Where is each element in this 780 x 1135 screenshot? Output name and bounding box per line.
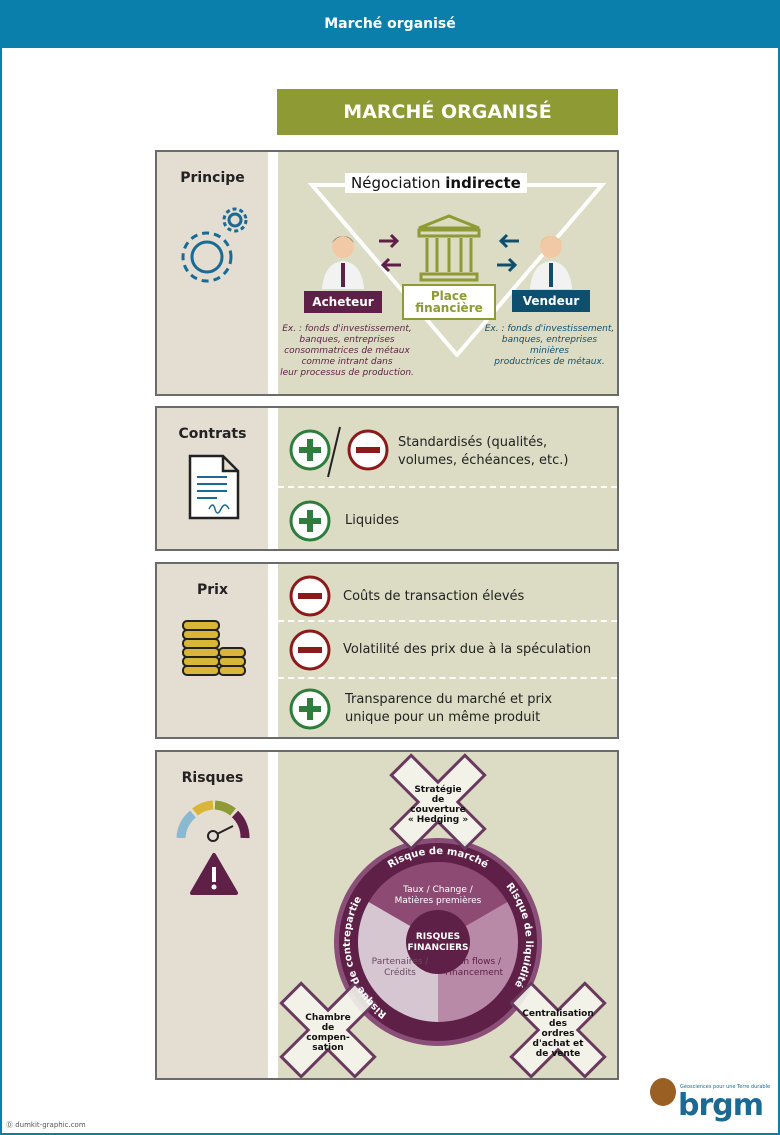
section-title: Risques xyxy=(181,770,244,786)
cross-text: de xyxy=(322,1023,335,1033)
plus-minus-icon xyxy=(289,426,389,478)
contrat-item-text: Standardisés (qualités,volumes, échéance… xyxy=(398,435,569,468)
section-risques: Risques Taux / Change / Matières premièr… xyxy=(155,750,619,1080)
cross-text: compen- xyxy=(306,1033,350,1043)
gears-icon xyxy=(181,207,248,283)
cross-text: Centralisation xyxy=(522,1009,594,1019)
vendeur-examples: Ex. : fonds d'investissement,banques, en… xyxy=(484,324,615,367)
section-title: Prix xyxy=(197,582,228,598)
section-prix: Prix Coûts de transaction élevés Volatil… xyxy=(155,562,619,739)
cross-text: de vente xyxy=(536,1049,580,1059)
warning-icon xyxy=(190,853,238,895)
page-header: Marché organisé xyxy=(0,0,780,48)
acheteur-label: Acheteur xyxy=(304,291,382,313)
section-title: Contrats xyxy=(178,426,247,442)
segment-left-line2: Crédits xyxy=(384,967,416,978)
risk-wheel: Taux / Change / Matières premières Parte… xyxy=(279,753,607,1078)
risk-gauge-icon xyxy=(176,800,250,842)
segment-top-line2: Matières premières xyxy=(395,895,482,906)
segment-left-line1: Partenaires / xyxy=(372,957,430,967)
cross-text: d'achat et xyxy=(533,1039,585,1049)
segment-top-line1: Taux / Change / xyxy=(402,885,474,895)
buyer-person-icon xyxy=(322,236,364,289)
exchange-building-icon xyxy=(379,214,519,282)
cross-text: couverture xyxy=(410,805,466,815)
segment-right-line2: Financement xyxy=(445,968,503,978)
center-line2: FINANCIERS xyxy=(407,943,468,953)
cross-text: « Hedging » xyxy=(408,815,469,825)
section-contrats: Contrats Standardisés (qualités,volumes,… xyxy=(155,406,619,551)
cross-text: Chambre xyxy=(305,1013,350,1023)
page-title: Marché organisé xyxy=(324,16,456,32)
credit: Ⓓ dumkit-graphic.com xyxy=(6,1121,86,1129)
cross-chambre xyxy=(279,981,377,1078)
coins-icon xyxy=(182,620,246,676)
cross-text: de xyxy=(432,795,445,805)
cross-text: des xyxy=(549,1019,567,1029)
acheteur-examples: Ex. : fonds d'investissement,banques, en… xyxy=(280,324,414,378)
negociation-label: Négociation indirecte xyxy=(345,173,527,193)
contract-document-icon xyxy=(188,454,240,520)
cross-centralisation xyxy=(509,981,607,1078)
section-title: Principe xyxy=(180,170,245,186)
seller-person-icon xyxy=(530,236,572,289)
segment-right-line1: Cash flows / xyxy=(447,957,502,967)
prix-item-text: Coûts de transaction élevés xyxy=(343,589,525,604)
contrat-item-text: Liquides xyxy=(345,513,399,528)
center-line1: RISQUES xyxy=(416,932,460,942)
plus-icon xyxy=(289,500,331,542)
plus-icon xyxy=(289,688,331,730)
column-title: MARCHÉ ORGANISÉ xyxy=(277,89,618,135)
vendeur-label: Vendeur xyxy=(512,290,590,312)
section-principe: Principe Négociation indirecte Acheteur … xyxy=(155,150,619,396)
minus-icon xyxy=(289,629,331,671)
cross-text: sation xyxy=(312,1043,343,1053)
minus-icon xyxy=(289,575,331,617)
prix-item-text: Volatilité des prix due à la spéculation xyxy=(343,642,592,657)
cross-text: Stratégie xyxy=(414,784,461,795)
cross-hedging xyxy=(389,753,487,851)
cross-text: ordres xyxy=(542,1029,575,1039)
